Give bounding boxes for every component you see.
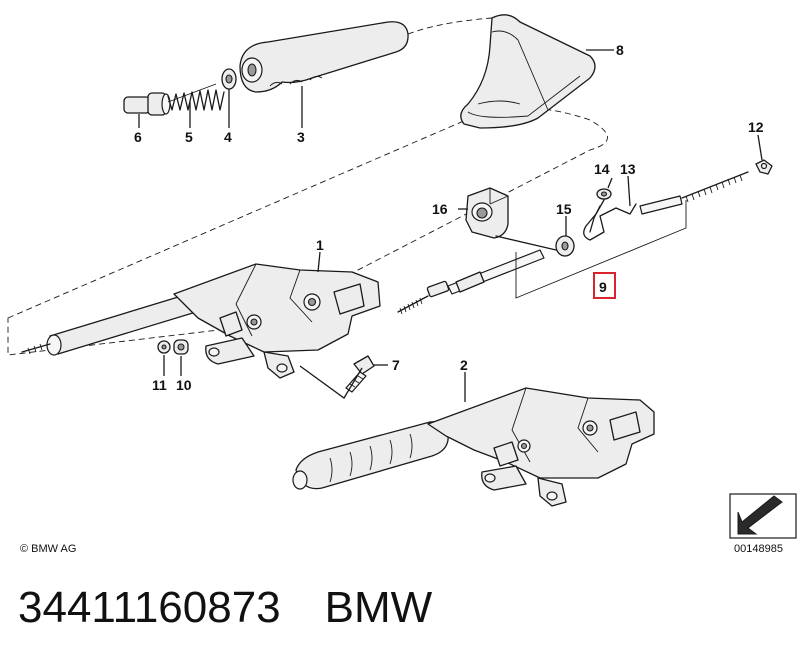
callout-15: 15 <box>556 201 572 217</box>
callout-9: 9 <box>599 279 607 295</box>
image-number: 00148985 <box>734 543 783 555</box>
bolt-mount-leader <box>299 365 363 399</box>
part-10-nut[interactable] <box>173 339 189 355</box>
part-12-end-clip[interactable] <box>755 159 773 175</box>
part-15-grommet[interactable] <box>555 235 575 257</box>
footer: 34411160873 BMW <box>18 583 432 643</box>
callout-10: 10 <box>176 377 192 393</box>
part-9-cable[interactable] <box>397 171 749 315</box>
part-6-pin[interactable] <box>123 92 171 116</box>
part-8-boot[interactable] <box>460 14 596 129</box>
part-5-spring[interactable] <box>167 83 225 111</box>
part-13-bracket[interactable] <box>583 199 637 241</box>
part-14-nut[interactable] <box>596 188 612 200</box>
part-2-lever[interactable] <box>292 387 655 507</box>
copyright-text: © BMW AG <box>20 543 76 555</box>
callout-6: 6 <box>134 129 142 145</box>
callout-1: 1 <box>316 237 324 253</box>
callout-14: 14 <box>594 161 610 177</box>
assembly-dashed-outline <box>7 107 608 356</box>
leader-lines <box>138 49 763 402</box>
callout-9-highlight <box>593 272 616 299</box>
callout-5: 5 <box>185 129 193 145</box>
callout-12: 12 <box>748 119 764 135</box>
callout-7: 7 <box>392 357 400 373</box>
callout-2: 2 <box>460 357 468 373</box>
callout-4: 4 <box>224 129 232 145</box>
callout-8: 8 <box>616 42 624 58</box>
orientation-arrow-icon <box>729 493 797 539</box>
part-1-lever[interactable] <box>21 263 381 379</box>
part-4-washer[interactable] <box>221 68 237 90</box>
part-3-handle-grip[interactable] <box>239 21 409 93</box>
callout-13: 13 <box>620 161 636 177</box>
part-number: 34411160873 <box>18 583 281 632</box>
callout-16: 16 <box>432 201 448 217</box>
callout-11: 11 <box>152 377 167 393</box>
brand-name: BMW <box>324 583 433 632</box>
part-11-nut[interactable] <box>157 340 171 354</box>
part-16-clip[interactable] <box>465 187 509 239</box>
callout-3: 3 <box>297 129 305 145</box>
boot-dashed-guide <box>407 17 493 35</box>
